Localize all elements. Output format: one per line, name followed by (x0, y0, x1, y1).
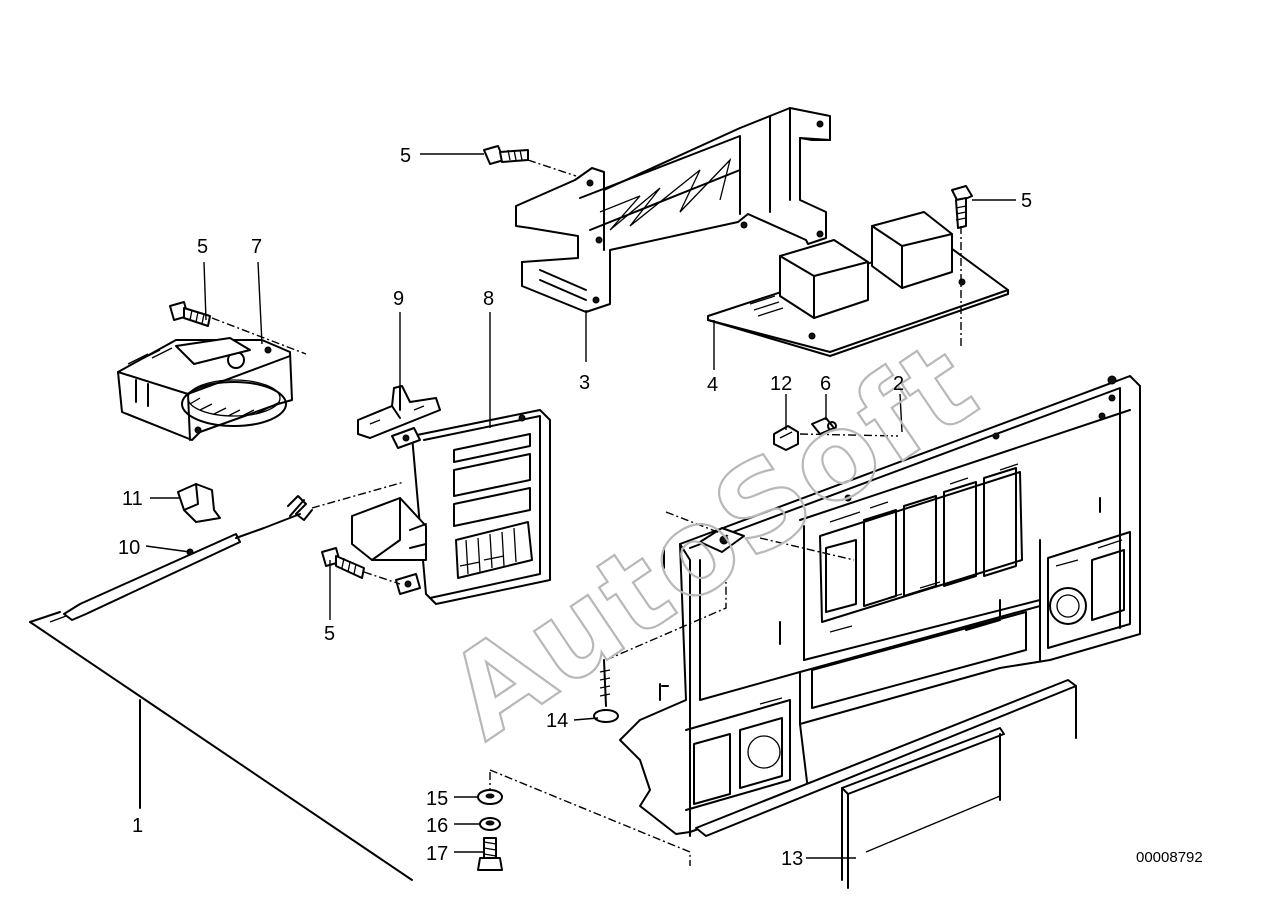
callout-5-right: 5 (1021, 190, 1032, 212)
callout-11: 11 (122, 488, 143, 510)
callout-8: 8 (483, 288, 494, 310)
assembly-bracket-1 (29, 611, 413, 881)
callout-5-left: 5 (197, 236, 208, 258)
callout-4: 4 (707, 374, 718, 396)
callout-2: 2 (893, 373, 904, 395)
callout-5-top: 5 (400, 145, 411, 167)
callout-16: 16 (426, 815, 448, 837)
callout-15: 15 (426, 788, 448, 810)
part-9-slider-clip (357, 385, 441, 439)
part-8-control-unit (351, 409, 551, 605)
part-4-circuit-board (707, 211, 1009, 357)
part-13-cover-strip (695, 679, 1077, 889)
callout-17: 17 (426, 843, 448, 865)
cable-spring (287, 495, 313, 521)
callout-1: 1 (132, 815, 143, 837)
part-11-cable-clip (177, 483, 221, 523)
part-15-washer (477, 789, 503, 805)
callout-12: 12 (770, 373, 792, 395)
callout-14: 14 (546, 710, 568, 732)
callout-labels: 1 2 3 4 5 5 5 5 6 7 8 9 10 11 12 13 14 1… (118, 145, 1032, 870)
part-14-tapping-screw (593, 659, 619, 723)
part-12-grommet (773, 425, 799, 451)
part-16-spring-washer (479, 817, 501, 831)
callout-9: 9 (393, 288, 404, 310)
panel-printed-marks (699, 463, 1123, 727)
part-10-control-cable (49, 513, 301, 623)
assembly-guide-lines (211, 159, 962, 866)
part-6-bulb (811, 417, 837, 435)
screw-5-left (169, 301, 211, 327)
part-3-carrier-bracket (515, 107, 831, 313)
callout-6: 6 (820, 373, 831, 395)
screw-5-top (483, 145, 529, 165)
callout-leaders (145, 153, 1016, 859)
screw-5-lower (321, 547, 365, 579)
part-2-instrument-panel (619, 375, 1141, 837)
screw-5-right (951, 185, 973, 229)
part-17-bolt (477, 837, 503, 871)
part-7-blower-control (117, 337, 293, 441)
drawing-number: 00008792 (1136, 849, 1203, 866)
callout-10: 10 (118, 537, 140, 559)
callout-3: 3 (579, 372, 590, 394)
callout-7: 7 (251, 236, 262, 258)
callout-13: 13 (781, 848, 803, 870)
callout-5-lower: 5 (324, 623, 335, 645)
